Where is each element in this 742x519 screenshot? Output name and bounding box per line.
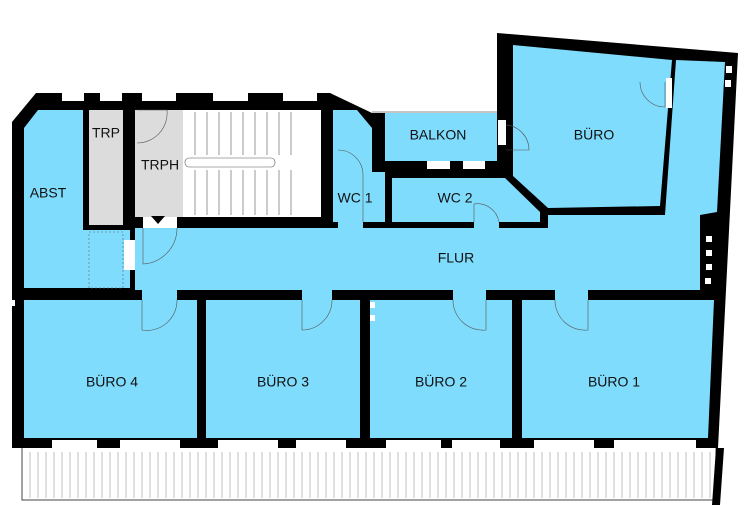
stair-handrail: [184, 157, 276, 168]
room-buero3[interactable]: [206, 300, 360, 438]
label-trp: TRP: [92, 125, 120, 141]
label-flur: FLUR: [438, 250, 475, 266]
room-buero1[interactable]: [522, 300, 714, 438]
room-flur[interactable]: [135, 60, 725, 290]
room-buero2[interactable]: [370, 300, 512, 438]
label-buero2: BÜRO 2: [415, 373, 467, 390]
room-wc1[interactable]: [333, 110, 385, 222]
label-buero3: BÜRO 3: [257, 373, 309, 390]
label-buero1: BÜRO 1: [588, 373, 640, 390]
room-buero4[interactable]: [24, 300, 197, 438]
label-balkon: BALKON: [410, 127, 467, 143]
staircase: [183, 110, 321, 217]
door-swings: [136, 81, 666, 331]
room-trp[interactable]: [89, 110, 123, 225]
label-buero4: BÜRO 4: [86, 373, 138, 390]
trp-stairs: [88, 231, 124, 289]
door-openings: [124, 78, 672, 300]
bottom-balcony: [21, 445, 717, 501]
room-buero-top[interactable]: [513, 45, 672, 208]
label-trph: TRPH: [141, 157, 179, 173]
label-abst: ABST: [30, 185, 67, 201]
room-wc2[interactable]: [392, 178, 540, 222]
label-wc1: WC 1: [338, 190, 373, 206]
room-balkon[interactable]: [385, 113, 497, 161]
room-trph[interactable]: [135, 110, 183, 217]
exit-arrow-icon: [151, 216, 165, 224]
windows: [10, 66, 732, 448]
label-buero-top: BÜRO: [574, 126, 615, 143]
label-wc2: WC 2: [438, 190, 473, 206]
